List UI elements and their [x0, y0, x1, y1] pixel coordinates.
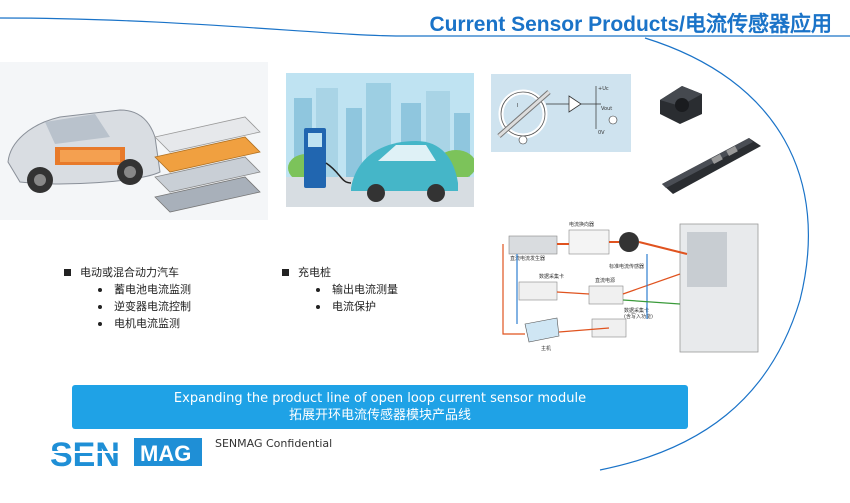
test-bench-illustration: 直流电流发生器 电流换向器 标准电流传感器 数据采集卡 直流电源 数据采集卡 (… — [497, 214, 772, 356]
list-item: 输出电流测量 — [282, 281, 398, 298]
sensor-schematic: I +Uc Vout 0V — [491, 74, 631, 152]
label-dc-power: 直流电源 — [595, 277, 615, 284]
label-write-func: (含写入功能) — [624, 313, 653, 320]
charging-station-illustration — [286, 73, 474, 207]
product-line-banner: Expanding the product line of open loop … — [72, 385, 688, 429]
list-heading: 充电桩 — [282, 264, 398, 281]
list-item: 蓄电池电流监测 — [64, 281, 191, 298]
page-title: Current Sensor Products/电流传感器应用 — [429, 13, 832, 36]
bullet-list-ev: 电动或混合动力汽车 蓄电池电流监测 逆变器电流控制 电机电流监测 — [64, 264, 191, 332]
senmag-logo: SEN MAG — [50, 436, 202, 474]
bullet-list-charging: 充电桩 输出电流测量 电流保护 — [282, 264, 398, 315]
square-bullet-icon — [282, 269, 289, 276]
label-standard-sensor: 标准电流传感器 — [609, 263, 644, 270]
charging-station-image — [286, 73, 474, 207]
ev-car-illustration — [0, 62, 268, 220]
vout-label: Vout — [601, 106, 612, 112]
uc-label: +Uc — [598, 86, 609, 92]
banner-line-chinese: 拓展开环电流传感器模块产品线 — [288, 408, 471, 423]
list-item: 电机电流监测 — [64, 315, 191, 332]
confidential-label: SENMAG Confidential — [215, 437, 333, 450]
label-daq-2: 数据采集卡 — [624, 307, 649, 314]
list-item: 电流保护 — [282, 298, 398, 315]
dot-bullet-icon — [98, 287, 102, 292]
sensor-bar-photo — [657, 132, 767, 198]
ev-car-image — [0, 62, 268, 220]
dot-bullet-icon — [316, 287, 320, 292]
dot-bullet-icon — [98, 304, 102, 309]
logo-text-mag: MAG — [140, 441, 191, 466]
ov-label: 0V — [598, 130, 605, 136]
current-label: I — [517, 103, 518, 109]
sensor-module-bar — [662, 138, 761, 194]
label-host: 主机 — [541, 345, 551, 352]
logo-text-sen: SEN — [50, 436, 120, 474]
hall-sensor-diagram: I +Uc Vout 0V — [491, 74, 631, 152]
label-commutator: 电流换向器 — [569, 221, 594, 228]
list-item: 逆变器电流控制 — [64, 298, 191, 315]
test-setup-diagram: 直流电流发生器 电流换向器 标准电流传感器 数据采集卡 直流电源 数据采集卡 (… — [497, 214, 772, 356]
label-daq-1: 数据采集卡 — [539, 273, 564, 280]
label-dc-generator: 直流电流发生器 — [510, 255, 545, 262]
square-bullet-icon — [64, 269, 71, 276]
dot-bullet-icon — [316, 304, 320, 309]
sensor-product-photo — [652, 80, 708, 126]
sensor-module-small — [660, 86, 702, 124]
banner-line-english: Expanding the product line of open loop … — [173, 391, 587, 406]
dot-bullet-icon — [98, 321, 102, 326]
list-heading: 电动或混合动力汽车 — [64, 264, 191, 281]
